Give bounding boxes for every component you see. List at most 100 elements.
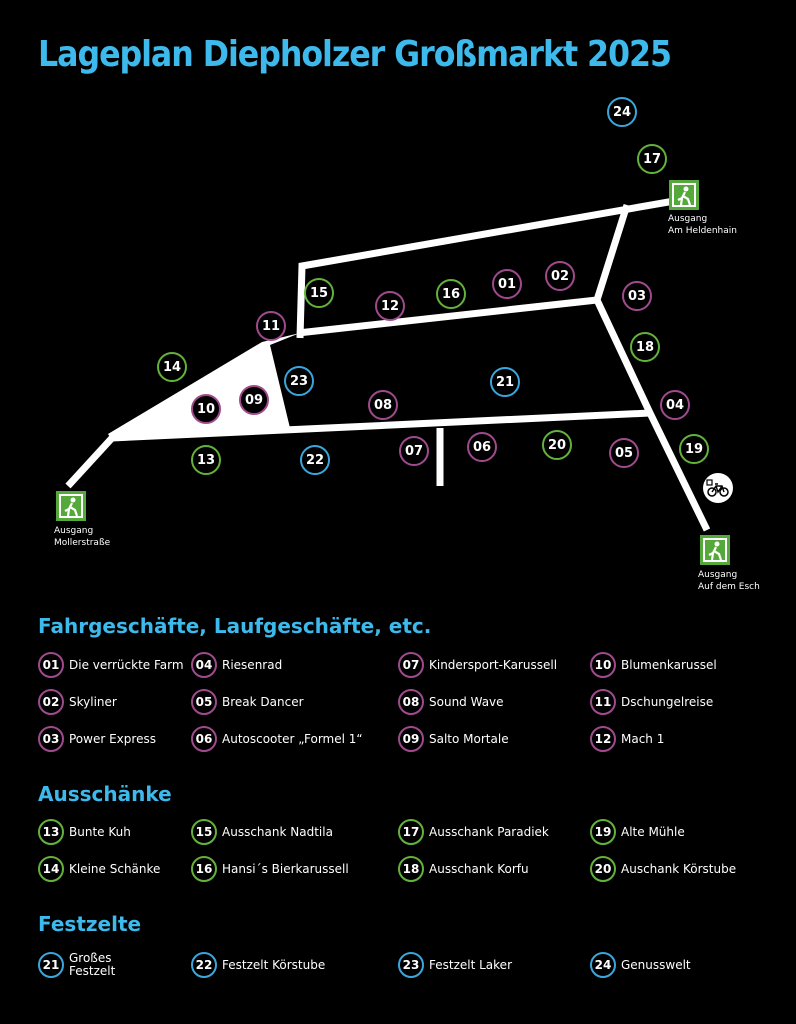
map-marker-20: 20 [542,430,572,460]
legend-item-16: 16 Hansi´s Bierkarussell [191,856,349,882]
legend-number: 14 [38,856,64,882]
exit-label-line2: Auf dem Esch [698,582,760,592]
map-marker-15: 15 [304,278,334,308]
exit-label-line1: Ausgang [54,526,94,536]
map-marker-08: 08 [368,390,398,420]
legend-item-18: 18 Ausschank Korfu [398,856,529,882]
map-marker-10: 10 [191,394,221,424]
exit-label-line2: Am Heldenhain [668,226,737,236]
legend-number: 06 [191,726,217,752]
map-marker-05: 05 [609,438,639,468]
legend-number: 23 [398,952,424,978]
legend-label: Ausschank Paradiek [429,824,549,839]
legend-number: 22 [191,952,217,978]
legend-label: Kleine Schänke [69,861,161,876]
legend-number: 04 [191,652,217,678]
legend-label: Alte Mühle [621,824,685,839]
bicycle-parking-icon [703,473,733,503]
legend-label: Skyliner [69,694,117,709]
legend-heading-tents: Festzelte [38,912,142,936]
road-southwest-exit [65,435,115,489]
map-marker-24: 24 [607,97,637,127]
map-marker-06: 06 [467,432,497,462]
legend-label: Genusswelt [621,957,691,972]
legend-number: 01 [38,652,64,678]
map-marker-16: 16 [436,279,466,309]
legend-number: 17 [398,819,424,845]
exit-label-line1: Ausgang [698,570,738,580]
legend-label: Sound Wave [429,694,504,709]
legend-label: Dschungelreise [621,694,714,709]
legend-label: Blumenkarussel [621,657,717,672]
legend-heading-rides: Fahrgeschäfte, Laufgeschäfte, etc. [38,614,432,638]
map-marker-09: 09 [239,385,269,415]
legend-number: 21 [38,952,64,978]
legend-number: 10 [590,652,616,678]
legend-number: 16 [191,856,217,882]
exit-label-line2: Mollerstraße [54,538,111,548]
legend-item-02: 02 Skyliner [38,689,117,715]
map-marker-11: 11 [256,311,286,341]
legend-number: 12 [590,726,616,752]
legend-label: Salto Mortale [429,731,509,746]
legend-number: 20 [590,856,616,882]
legend-item-15: 15 Ausschank Nadtila [191,819,333,845]
map-marker-07: 07 [399,436,429,466]
legend-number: 08 [398,689,424,715]
legend-number: 24 [590,952,616,978]
legend-label: Kindersport-Karussell [429,657,558,672]
legend-label: Festzelt Laker [429,957,512,972]
map-marker-19: 19 [679,434,709,464]
map-marker-18: 18 [630,332,660,362]
legend-item-01: 01 Die verrückte Farm [38,652,184,678]
legend-item-10: 10 Blumenkarussel [590,652,717,678]
map-marker-02: 02 [545,261,575,291]
legend-item-03: 03 Power Express [38,726,156,752]
map-marker-12: 12 [375,291,405,321]
road-north [296,196,681,339]
legend-item-06: 06 Autoscooter „Formel 1“ [191,726,363,752]
legend-item-19: 19 Alte Mühle [590,819,685,845]
legend-heading-bars: Ausschänke [38,782,172,806]
legend-label: Die verrückte Farm [69,657,184,672]
road-northeast [593,203,711,532]
legend-label: Ausschank Korfu [429,861,529,876]
legend-label: Autoscooter „Formel 1“ [222,731,363,746]
emergency-exit-icon [669,180,699,210]
legend-number: 03 [38,726,64,752]
legend-number: 18 [398,856,424,882]
legend-number: 19 [590,819,616,845]
map-marker-01: 01 [492,269,522,299]
legend-label: Riesenrad [222,657,283,672]
map-marker-21: 21 [490,367,520,397]
legend-label: Hansi´s Bierkarussell [222,861,349,876]
legend-item-22: 22 Festzelt Körstube [191,952,325,978]
legend-label: Festzelt Körstube [222,957,326,972]
emergency-exit-icon [700,535,730,565]
legend-label: Großes Festzelt [69,951,116,978]
legend-label: Ausschank Nadtila [222,824,333,839]
legend-number: 05 [191,689,217,715]
map-marker-03: 03 [622,281,652,311]
emergency-exit-icon [56,491,86,521]
legend-label: Power Express [69,731,156,746]
legend-label: Bunte Kuh [69,824,131,839]
legend-number: 02 [38,689,64,715]
map-marker-23: 23 [284,366,314,396]
legend-number: 09 [398,726,424,752]
legend-item-23: 23 Festzelt Laker [398,952,512,978]
map-marker-22: 22 [300,445,330,475]
page-title: Lageplan Diepholzer Großmarkt 2025 [38,34,672,75]
map-marker-04: 04 [660,390,690,420]
legend-item-09: 09 Salto Mortale [398,726,509,752]
map-marker-17: 17 [637,144,667,174]
legend-number: 15 [191,819,217,845]
legend-number: 07 [398,652,424,678]
legend-number: 11 [590,689,616,715]
legend-item-14: 14 Kleine Schänke [38,856,160,882]
legend-item-07: 07 Kindersport-Karussell [398,652,557,678]
